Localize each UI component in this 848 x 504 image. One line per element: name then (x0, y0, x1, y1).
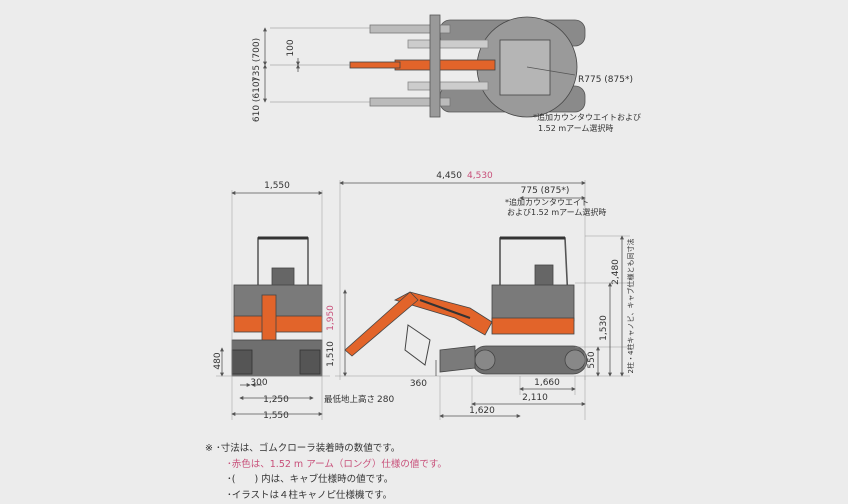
top-boom (394, 59, 496, 71)
front-orange-band (233, 315, 323, 333)
dim-side-body-height: 550 (587, 351, 597, 368)
front-upper-body (233, 284, 323, 318)
side-view (335, 180, 630, 420)
top-note-1: *追加カウンタウエイトおよび (533, 112, 641, 122)
side-orange-band (491, 317, 575, 335)
dim-side-track-length: 2,110 (522, 393, 548, 403)
side-upper-body (491, 284, 575, 322)
dim-side-dump-height-red: 1,950 (326, 305, 336, 331)
dim-side-height: 2,480 (611, 259, 621, 285)
dim-top-radius: R775 (875*) (578, 75, 633, 85)
dim-top-100: 100 (286, 39, 296, 56)
dim-side-tumbler: 1,660 (534, 378, 560, 388)
dim-side-tail: 775 (875*) (521, 186, 570, 196)
dim-front-width-top: 1,550 (264, 181, 290, 191)
notes-block: ※ ･寸法は、ゴムクローラ装着時の数値です。 ･赤色は、1.52 m アーム（ロ… (205, 441, 447, 503)
note-line-4: ･イラストは４柱キャノピ仕様機です。 (227, 489, 393, 501)
side-boom (393, 291, 493, 336)
dim-front-1550: 1,550 (263, 411, 289, 421)
dim-top-offset: 735 (700) (252, 38, 262, 82)
dim-side-length: 4,450 (436, 171, 462, 181)
side-height-note: 2柱・4柱キャノピ、キャブ仕様とも同寸法 (626, 239, 635, 374)
clearance-label: 最低地上高さ (324, 394, 375, 405)
dim-front-480: 480 (213, 352, 223, 369)
side-tail-note-2: および1.52 mアーム選択時 (507, 207, 606, 217)
note-line-2: ･赤色は、1.52 m アーム（ロング）仕様の値です。 (227, 458, 447, 470)
top-note-2: 1.52 mアーム選択時 (538, 123, 613, 133)
side-blade (439, 345, 476, 373)
dim-side-length-red: 4,530 (467, 171, 493, 181)
dim-front-300: 300 (250, 378, 267, 388)
dim-top-track: 610 (610) (252, 78, 262, 122)
side-arm (344, 291, 419, 357)
dim-side-dump-height: 1,510 (326, 341, 336, 367)
note-line-1: ※ ･寸法は、ゴムクローラ装着時の数値です。 (205, 443, 401, 454)
clearance-value: 280 (377, 395, 394, 405)
dim-side-cab-height: 1,530 (599, 315, 609, 341)
front-view (216, 190, 330, 420)
dim-side-blade-height: 360 (410, 379, 427, 389)
dim-side-blade-distance: 1,620 (469, 406, 495, 416)
dim-front-1250: 1,250 (263, 395, 289, 405)
note-line-3: ･( ) 内は、キャブ仕様時の値です。 (227, 474, 394, 485)
side-tail-note-1: *追加カウンタウエイト (505, 197, 589, 207)
top-view (263, 14, 586, 118)
